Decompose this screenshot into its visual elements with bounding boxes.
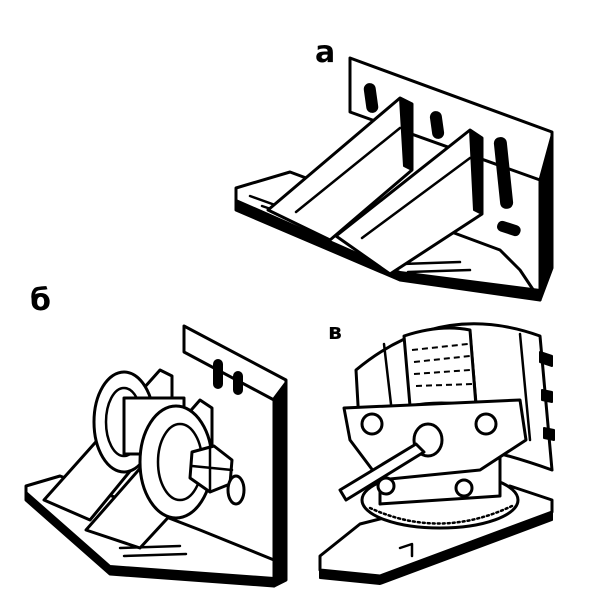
plate-a-rib-1-line — [294, 126, 402, 214]
plate-b-base-front — [25, 491, 275, 587]
clamp-screw-right — [474, 412, 498, 436]
plate-v-base-notch — [398, 542, 414, 558]
rotary-dial-graduation — [368, 504, 514, 525]
figure-label-b: б — [30, 283, 51, 318]
plate-a-slot-2 — [429, 111, 445, 139]
plate-v-base-edge — [319, 511, 553, 585]
plate-a-slot-3 — [493, 137, 514, 209]
plate-a-slot-4 — [497, 220, 521, 237]
plate-a-rib-1-edge — [399, 97, 413, 171]
plate-b-slot-1 — [213, 359, 223, 389]
tilting-head-notches — [539, 351, 555, 441]
hex-nut-facets — [190, 444, 234, 494]
plate-a-rib-2-line — [360, 156, 472, 240]
figure-label-v: в — [328, 320, 342, 345]
plate-b-back-edge — [273, 381, 287, 587]
plate-b-slot-2 — [233, 371, 243, 395]
plate-b-base-slot — [118, 544, 188, 558]
clamp-screw-left — [360, 412, 384, 436]
plate-a-base-front — [235, 199, 541, 301]
base-screw-right — [454, 478, 474, 498]
figure-label-a: а — [315, 35, 336, 70]
bolt-end — [226, 474, 246, 506]
plate-a-rib-2-edge — [469, 129, 483, 215]
angle-plate-a — [234, 56, 554, 302]
angle-plate-b — [24, 324, 288, 588]
lever-arm — [338, 442, 426, 502]
tilting-head-slot-band — [402, 326, 478, 408]
plate-a-slot-1 — [363, 83, 379, 113]
plate-a-back-edge — [539, 133, 553, 301]
angle-plate-v — [318, 322, 555, 585]
plate-a-base-slot-right — [400, 260, 472, 274]
base-screw-left — [376, 476, 396, 496]
